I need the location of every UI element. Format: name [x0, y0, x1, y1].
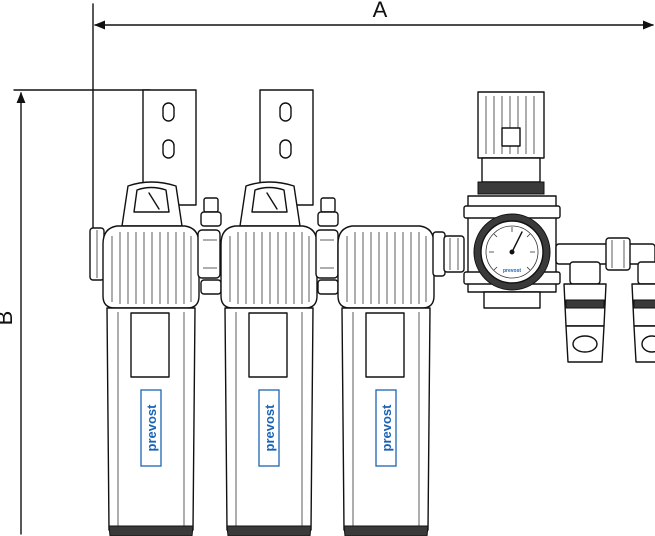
regulator-knob: [477, 91, 545, 159]
quick-coupler-2: [631, 261, 655, 363]
filter-2-label-window: [248, 312, 288, 378]
regulator-base: [483, 291, 541, 309]
regulator-lock: [501, 127, 521, 147]
filter-1: prevost: [102, 181, 200, 536]
regulator-gauge-needle: [511, 231, 523, 253]
filter-2-drain: [226, 525, 312, 536]
connector-3-regulator: [432, 231, 465, 277]
connector-1-2: [197, 197, 222, 295]
dimension-a: A: [92, 0, 655, 229]
dimension-b: B: [0, 89, 151, 535]
filter-3-brand-label: prevost: [379, 404, 394, 452]
filter-2: prevost: [220, 181, 318, 536]
filter-3-cap: [337, 225, 435, 309]
regulator-gauge-brand: prevost: [503, 268, 521, 274]
quick-coupler-1: [563, 261, 607, 363]
filter-3-brand-badge: [375, 389, 397, 467]
filter-1-brand-label: prevost: [144, 404, 159, 452]
regulator-bonnet: [481, 157, 541, 183]
dimension-a-label: A: [373, 0, 388, 22]
filter-2-gauge-needle: [266, 192, 278, 210]
wall-bracket-2: [259, 89, 314, 206]
outlet-manifold: [555, 237, 655, 271]
filter-2-brand-badge: [258, 389, 280, 467]
filter-2-differential-gauge: [251, 186, 288, 213]
filter-1-cap: [102, 225, 200, 309]
filter-2-cap: [220, 225, 318, 309]
inlet-port: [89, 227, 105, 281]
filter-2-brand-label: prevost: [262, 404, 277, 452]
filter-1-label-window: [130, 312, 170, 378]
wall-bracket-1: [142, 89, 197, 206]
filter-1-differential-gauge: [133, 186, 170, 213]
filter-3-label-window: [365, 312, 405, 378]
filter-1-brand-badge: [140, 389, 162, 467]
regulator: prevost: [463, 91, 561, 309]
dimension-b-label: B: [0, 311, 17, 326]
filter-3-drain: [343, 525, 429, 536]
regulator-lock-ring: [477, 181, 545, 195]
filter-1-gauge-needle: [148, 192, 160, 210]
filter-1-drain: [108, 525, 194, 536]
connector-2-3: [315, 197, 339, 295]
filter-3: prevost: [337, 225, 435, 536]
